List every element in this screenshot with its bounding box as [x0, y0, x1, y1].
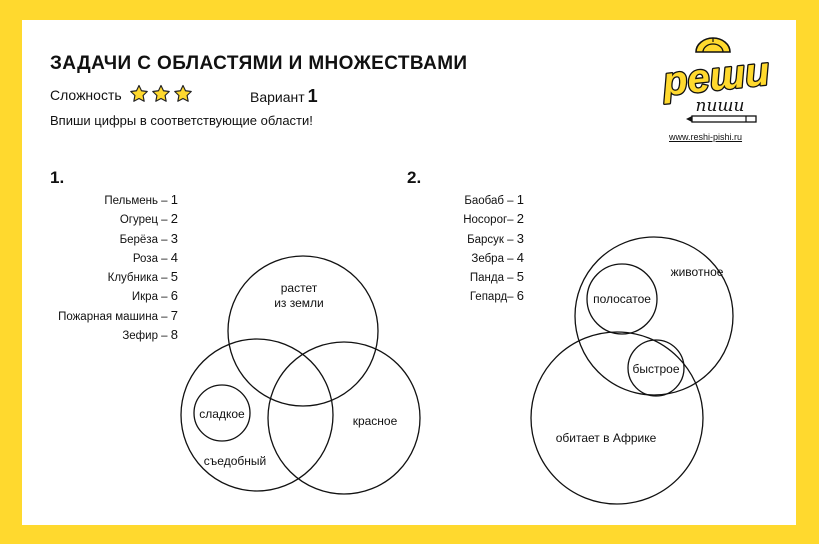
list-item: Роза – 4 — [58, 249, 178, 268]
label-grows-line2: из земли — [274, 296, 324, 310]
website-link[interactable]: www.reshi-pishi.ru — [669, 132, 743, 142]
list-item: Барсук – 3 — [463, 230, 524, 249]
item-number: 1 — [516, 192, 524, 207]
difficulty-stars — [129, 84, 193, 104]
item-number: 2 — [516, 211, 524, 227]
item-name: Зефир – — [122, 330, 168, 343]
circle-red[interactable] — [267, 341, 421, 495]
pencil-icon — [686, 115, 757, 123]
task-1-number: 1. — [50, 168, 65, 187]
list-item: Клубника – 5 — [58, 268, 178, 287]
item-number: 4 — [170, 249, 178, 265]
label-fast: быстрое — [632, 362, 679, 376]
label-striped: полосатое — [593, 292, 651, 306]
item-name: Гепард– — [469, 291, 514, 304]
item-name: Носорог– — [463, 214, 514, 227]
list-item: Пельмень – 1 — [58, 191, 178, 210]
item-number: 6 — [170, 288, 178, 304]
list-item: Огурец – 2 — [58, 210, 178, 229]
circle-edible[interactable] — [180, 338, 334, 492]
circle-animal[interactable] — [574, 236, 734, 396]
label-red: красное — [353, 414, 398, 428]
instruction: Впиши цифры в соответствующие области! — [50, 113, 313, 128]
item-name: Панда – — [469, 272, 514, 285]
item-number: 1 — [170, 192, 178, 207]
variant-label: Вариант — [250, 89, 305, 105]
page-title: ЗАДАЧИ С ОБЛАСТЯМИ И МНОЖЕСТВАМИ — [50, 53, 468, 74]
variant-number: 1 — [307, 86, 318, 106]
item-number: 7 — [170, 307, 178, 323]
circle-striped[interactable] — [586, 263, 658, 335]
item-name: Пожарная машина – — [58, 310, 168, 323]
item-name: Пельмень – — [104, 195, 168, 207]
label-sweet: сладкое — [199, 407, 245, 421]
task-1-venn-diagram: растет из земли сладкое съедобный красно… — [180, 255, 421, 495]
circle-fast[interactable] — [627, 339, 685, 397]
item-number: 4 — [516, 249, 524, 265]
star-icon — [152, 84, 170, 102]
task-2-venn-diagram: животное полосатое быстрое обитает в Афр… — [530, 236, 734, 505]
item-name: Роза – — [132, 252, 168, 265]
circle-grows-from-ground[interactable] — [227, 255, 379, 407]
circle-lives-in-africa[interactable] — [530, 331, 704, 505]
label-animal: животное — [671, 265, 724, 279]
item-number: 3 — [170, 230, 178, 246]
item-name: Огурец – — [119, 214, 168, 227]
circle-sweet[interactable] — [193, 384, 251, 442]
star-icon — [174, 84, 192, 102]
list-item: Баобаб – 1 — [463, 191, 524, 210]
item-number: 5 — [170, 269, 178, 285]
list-item: Гепард– 6 — [463, 287, 524, 306]
star-icon — [130, 84, 148, 102]
item-name: Икра – — [131, 291, 168, 304]
item-number: 6 — [516, 288, 524, 304]
list-item: Носорог– 2 — [463, 210, 524, 229]
list-item: Панда – 5 — [463, 268, 524, 287]
label-grows-line1: растет — [281, 281, 318, 295]
label-lives-in-africa: обитает в Африке — [556, 431, 657, 445]
reshi-pishi-logo: реши пиши — [658, 37, 773, 123]
item-number: 3 — [516, 230, 524, 246]
list-item: Зебра – 4 — [463, 249, 524, 268]
item-name: Берёза – — [119, 233, 168, 246]
label-edible: съедобный — [204, 454, 266, 468]
item-name: Зебра – — [471, 252, 514, 265]
item-name: Барсук – — [467, 233, 514, 246]
pishi-lettering: пиши — [696, 96, 745, 116]
item-number: 8 — [170, 327, 178, 343]
list-item: Пожарная машина – 7 — [58, 307, 178, 326]
list-item: Берёза – 3 — [58, 230, 178, 249]
protractor-icon — [695, 37, 731, 53]
difficulty-label: Сложность — [50, 87, 122, 103]
item-number: 5 — [516, 269, 524, 285]
item-number: 2 — [170, 211, 178, 227]
item-name: Баобаб – — [464, 195, 514, 207]
list-item: Икра – 6 — [58, 287, 178, 306]
item-name: Клубника – — [107, 272, 168, 285]
worksheet: ЗАДАЧИ С ОБЛАСТЯМИ И МНОЖЕСТВАМИ Сложнос… — [22, 20, 796, 525]
task-2-number: 2. — [407, 168, 422, 187]
list-item: Зефир – 8 — [58, 326, 178, 345]
